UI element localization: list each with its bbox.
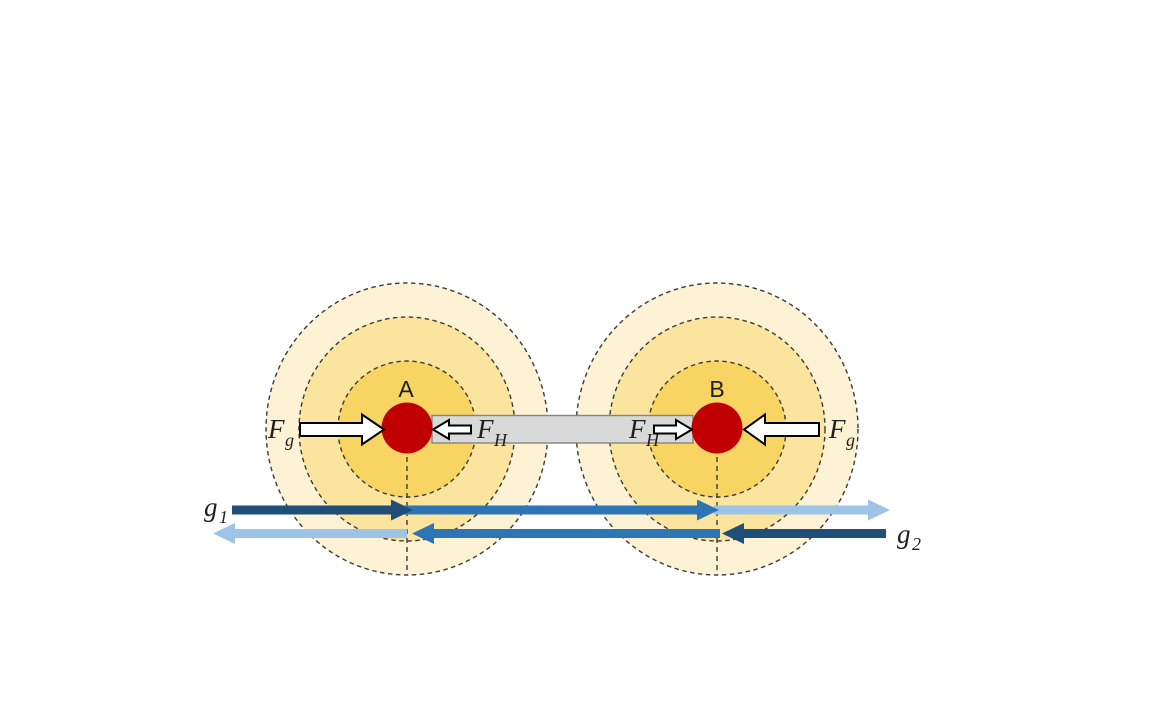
g2-segment-medium xyxy=(412,523,720,544)
fh-right-sub: H xyxy=(645,430,660,450)
fg-arrow-right xyxy=(742,412,820,447)
fg-label-right: F g xyxy=(828,414,855,450)
mass-b-dot xyxy=(691,402,743,454)
g2-label: g 2 xyxy=(897,519,921,554)
fh-left-sub: H xyxy=(493,430,508,450)
g2-main: g xyxy=(897,519,911,549)
fh-label-right: F H xyxy=(628,414,660,450)
connecting-rod xyxy=(431,414,694,444)
fg-left-sub: g xyxy=(285,430,294,450)
fg-right-main: F xyxy=(828,414,846,444)
g1-segment-dark xyxy=(232,499,413,521)
g2-sub: 2 xyxy=(912,534,921,554)
g1-segment-medium xyxy=(404,499,719,521)
fh-arrow-left xyxy=(431,418,472,441)
g1-main: g xyxy=(204,492,218,522)
fh-arrow-right xyxy=(653,418,694,441)
mass-a-dot xyxy=(381,402,433,454)
mass-a-label: A xyxy=(398,376,414,402)
field-vector-g1 xyxy=(232,499,890,521)
g1-sub: 1 xyxy=(219,507,228,527)
g2-segment-light xyxy=(213,523,407,544)
field-vector-g2 xyxy=(213,523,886,544)
fh-label-left: F H xyxy=(476,414,508,450)
fh-left-main: F xyxy=(476,414,494,444)
fg-arrow-left xyxy=(299,412,386,447)
mass-b-label: B xyxy=(709,376,724,402)
fg-label-left: F g xyxy=(267,414,294,450)
fg-right-sub: g xyxy=(846,430,855,450)
g2-segment-dark xyxy=(722,523,886,544)
g1-segment-light xyxy=(714,499,890,521)
g1-label: g 1 xyxy=(204,492,228,527)
fh-right-main: F xyxy=(628,414,646,444)
fg-left-main: F xyxy=(267,414,285,444)
